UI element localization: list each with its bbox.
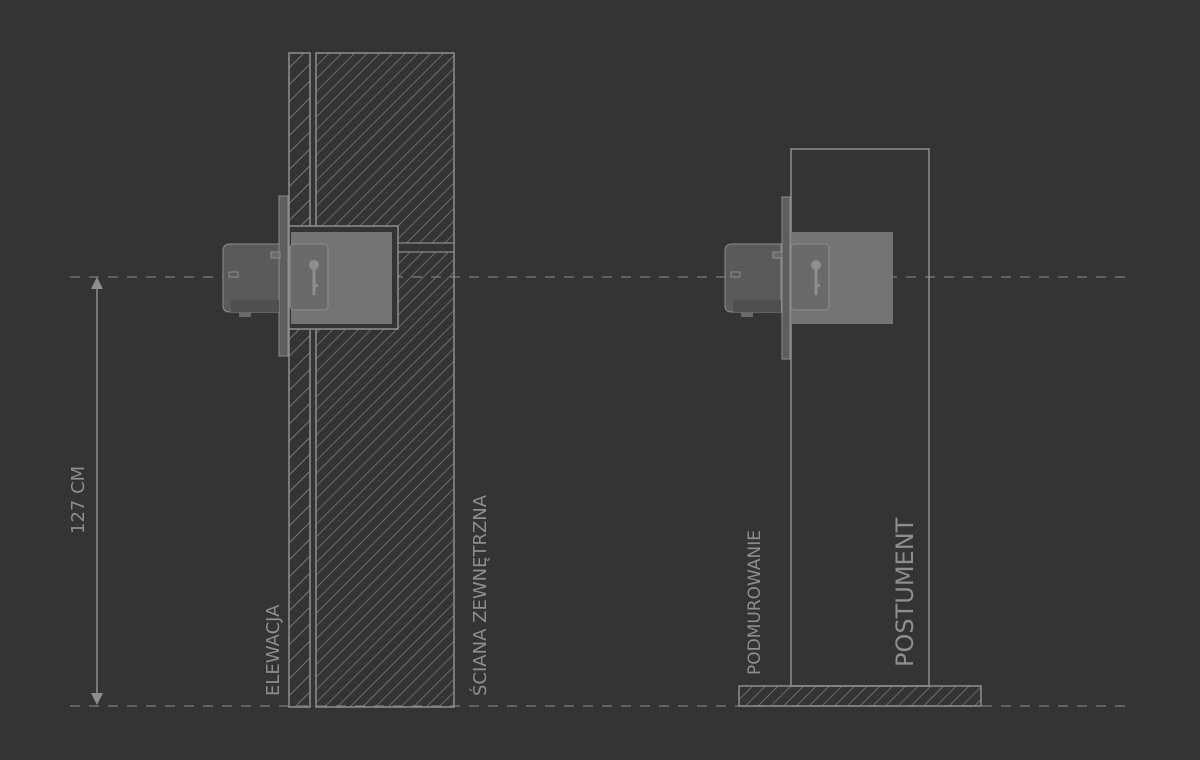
masonry-base-label: PODMUROWANIE: [745, 530, 765, 675]
mailbox-foot: [741, 312, 753, 317]
mailbox-foot: [239, 312, 251, 317]
mailbox-hinge: [270, 251, 281, 259]
mailbox-indicator: [228, 271, 239, 278]
elevation-layer: [288, 52, 311, 708]
mailbox-slot-lip: [231, 300, 279, 312]
key-icon: [309, 260, 319, 295]
mailbox-indicator: [730, 271, 741, 278]
pedestal: [790, 148, 930, 687]
mailbox-front: [724, 243, 782, 313]
mailbox-flange: [278, 195, 289, 357]
mailbox-pedestal: [724, 196, 893, 360]
niche-lintel: [397, 242, 455, 253]
base-slab: [738, 685, 982, 707]
mailbox-flange: [781, 196, 791, 360]
mailbox-hinge: [772, 251, 783, 259]
key-icon: [811, 260, 821, 295]
outer-wall: [315, 52, 455, 708]
pedestal-label: POSTUMENT: [891, 517, 919, 667]
mailbox-door: [289, 243, 329, 311]
height-dimension-arrow: [91, 277, 103, 705]
mailbox-front: [222, 243, 280, 313]
mailbox-slot-lip: [733, 300, 781, 312]
outer-wall-label: ŚCIANA ZEWNĘTRZNA: [469, 494, 491, 696]
mailbox-door: [790, 243, 830, 311]
elevation-label: ELEWACJA: [263, 604, 284, 696]
height-dimension-label: 127 CM: [68, 466, 89, 534]
mailbox-wall: [222, 195, 392, 357]
